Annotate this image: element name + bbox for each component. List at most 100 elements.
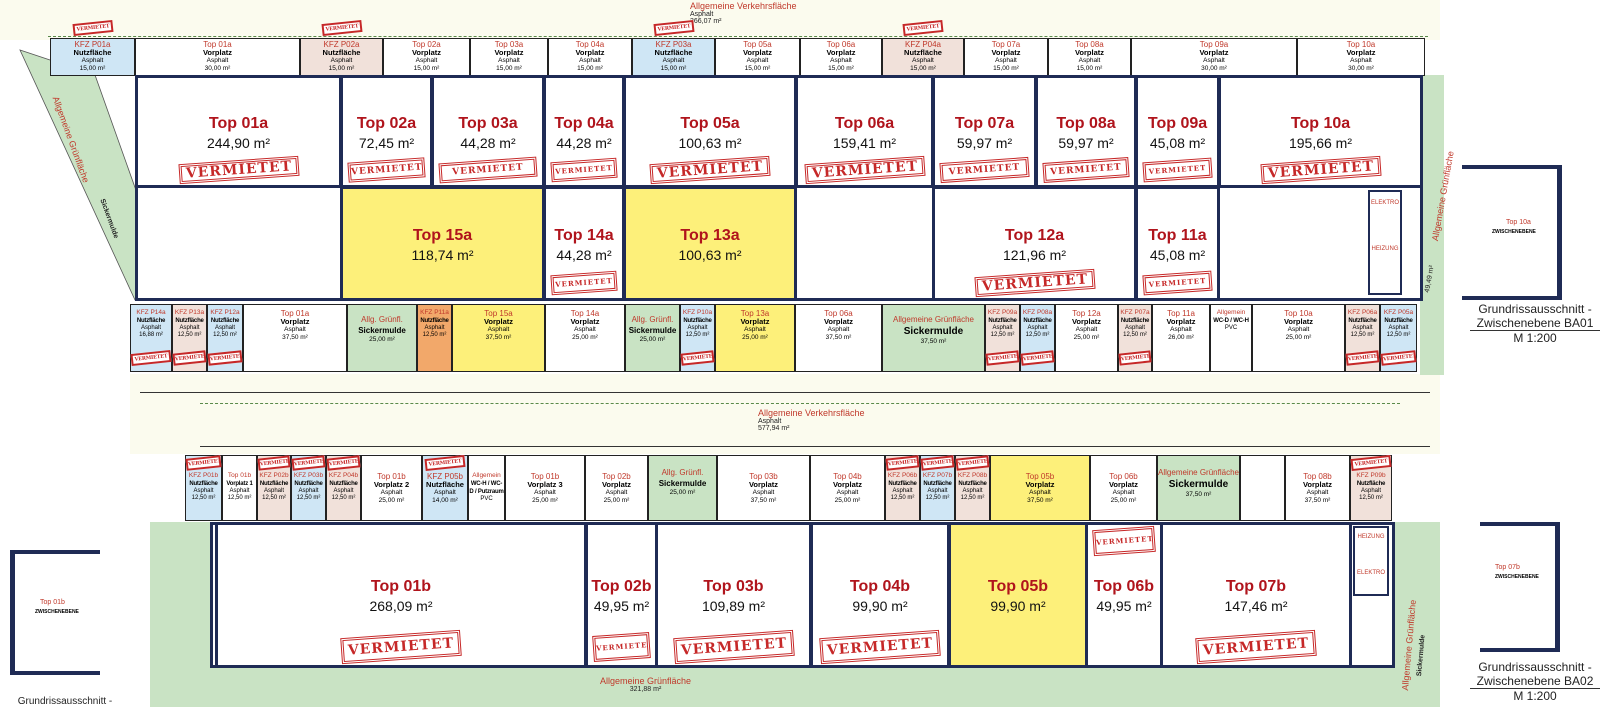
cell-label: Top 02b [602, 472, 631, 481]
unit-area: 49,95 m² [593, 598, 650, 614]
bottom-green-title: Allgemeine Grünfläche [600, 676, 692, 686]
cell-area: 15,00 m² [577, 64, 603, 72]
upper-service-room[interactable]: ELEKTRO HEIZUNG [1368, 190, 1402, 295]
cell-area: 37,50 m² [485, 333, 512, 341]
cell-use: Vorplatz 1 [226, 481, 253, 487]
cell-material: Asphalt [1078, 57, 1101, 64]
unit-name: Top 01b [370, 578, 432, 595]
cell-use: Nutzfläche [210, 318, 240, 324]
cell-label: Top 01a [203, 40, 232, 49]
unit-area: 118,74 m² [411, 246, 474, 263]
unit-name: Top 14a [554, 226, 614, 244]
cell-area: 12,50 m² [227, 495, 252, 501]
unit-name: Top 04b [849, 578, 911, 595]
cell-area: 16,88 m² [139, 332, 163, 338]
cell-use: Nutzfläche [329, 481, 358, 487]
top-street-label: Allgemeine Verkehrsfläche Asphalt 366,07… [690, 1, 797, 25]
parking-cell[interactable] [1240, 455, 1285, 521]
cell-use: Vorplatz [832, 480, 863, 489]
cell-use: Nutzfläche [189, 481, 218, 487]
cell-label: Top 03b [749, 472, 778, 481]
cell-material: Asphalt [193, 488, 214, 494]
cell-material: Asphalt [1075, 326, 1098, 333]
cell-area: 25,00 m² [369, 336, 395, 343]
cell-use: Vorplatz [1302, 480, 1333, 489]
cell-use: Sickermulde [658, 479, 707, 488]
cell-label: Top 07a [991, 40, 1021, 49]
cell-use: Vorplatz [1199, 48, 1229, 57]
unit-area: 72,45 m² [358, 134, 415, 151]
cell-use: Nutzfläche [1023, 318, 1052, 324]
cell-material: Asphalt [1170, 326, 1192, 333]
lower-service-room[interactable]: HEIZUNG ELEKTRO [1353, 526, 1389, 596]
middle-street-area: 577,94 m² [758, 425, 790, 432]
cell-area: 37,50 m² [750, 496, 777, 504]
cell-area: 30,00 m² [204, 64, 231, 72]
cell-use: Nutzfläche [888, 481, 917, 487]
cell-material: Asphalt [827, 326, 850, 333]
cell-label: Allgemeine Grünfläche [1158, 468, 1239, 477]
cell-use: Vorplatz [411, 48, 442, 57]
cell-label: Top 02a [412, 40, 441, 49]
cell-material: Asphalt [179, 325, 200, 331]
cell-use: Vorplatz [740, 317, 770, 326]
cell-area: 25,00 m² [669, 489, 696, 496]
cell-label: Top 08b [1303, 472, 1332, 481]
cell-material: Asphalt [229, 488, 250, 494]
cell-use: Nutzfläche [426, 480, 464, 489]
cell-material: Asphalt [434, 489, 456, 496]
cell-area: 12,50 m² [1386, 332, 1411, 338]
cell-use: Vorplatz [1166, 317, 1196, 326]
cell-material: Asphalt [1203, 57, 1225, 64]
cell-label: KFZ P02a [323, 40, 360, 49]
cell-material: Asphalt [1112, 489, 1135, 496]
cell-area: 37,50 m² [1304, 496, 1331, 504]
cell-area: 25,00 m² [639, 336, 666, 343]
vermietet-stamp: VERMIETET [592, 632, 651, 662]
cell-use: Vorplatz [570, 317, 600, 326]
cell-label: KFZ P04b [328, 472, 359, 479]
